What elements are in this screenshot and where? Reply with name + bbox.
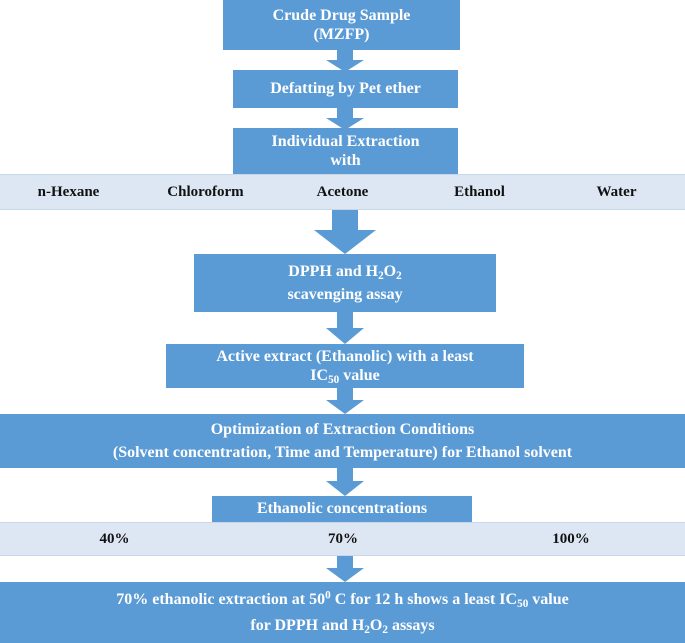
defatting-box: Defatting by Pet ether xyxy=(233,70,458,108)
crude-drug-title: Crude Drug Sample xyxy=(272,6,411,24)
dpph-assay-line1: DPPH and H2O2 xyxy=(288,262,402,282)
arrow-defat-to-individual xyxy=(326,108,364,130)
crude-drug-code: (MZFP) xyxy=(313,26,370,43)
concentration-40: 40% xyxy=(99,530,130,547)
arrow-crude-to-defat xyxy=(326,50,364,72)
individual-extraction-line2: with xyxy=(330,152,361,169)
ethanolic-concentrations-box: Ethanolic concentrations xyxy=(212,496,472,522)
solvent-ethanol: Ethanol xyxy=(454,183,505,200)
solvent-n-hexane: n-Hexane xyxy=(37,183,100,200)
arrow-assay-to-active xyxy=(326,312,364,344)
result-line2: for DPPH and H2O2 assays xyxy=(250,616,435,636)
solvent-chloroform: Chloroform xyxy=(167,183,244,200)
result-line1: 70% ethanolic extraction at 500 C for 12… xyxy=(116,589,569,611)
concentration-band: 40% 70% 100% xyxy=(0,522,685,556)
optimization-detail: (Solvent concentration, Time and Tempera… xyxy=(112,444,573,461)
active-extract-box: Active extract (Ethanolic) with a least … xyxy=(166,344,524,388)
arrow-solvents-to-assay xyxy=(314,210,376,254)
solvent-water: Water xyxy=(596,183,637,200)
dpph-assay-line2: scavenging assay xyxy=(287,286,403,303)
result-box: 70% ethanolic extraction at 500 C for 12… xyxy=(0,582,685,643)
optimization-box: Optimization of Extraction Conditions (S… xyxy=(0,414,685,468)
optimization-title: Optimization of Extraction Conditions xyxy=(210,420,475,438)
solvent-band: n-Hexane Chloroform Acetone Ethanol Wate… xyxy=(0,174,685,210)
active-extract-line2: IC50 value xyxy=(310,367,380,386)
ethanolic-concentrations-text: Ethanolic concentrations xyxy=(256,500,428,518)
arrow-optimization-to-ethanolic xyxy=(326,468,364,496)
concentration-100: 100% xyxy=(552,530,590,547)
dpph-assay-box: DPPH and H2O2 scavenging assay xyxy=(194,254,496,312)
concentration-70: 70% xyxy=(328,530,358,547)
crude-drug-sample-box: Crude Drug Sample (MZFP) xyxy=(223,0,460,50)
defatting-text: Defatting by Pet ether xyxy=(270,80,421,98)
arrow-active-to-optimization xyxy=(326,388,364,414)
individual-extraction-line1: Individual Extraction xyxy=(271,132,420,150)
arrow-concentrations-to-result xyxy=(326,556,364,582)
active-extract-line1: Active extract (Ethanolic) with a least xyxy=(216,347,474,365)
individual-extraction-box: Individual Extraction with xyxy=(233,128,458,174)
solvent-acetone: Acetone xyxy=(316,183,369,200)
